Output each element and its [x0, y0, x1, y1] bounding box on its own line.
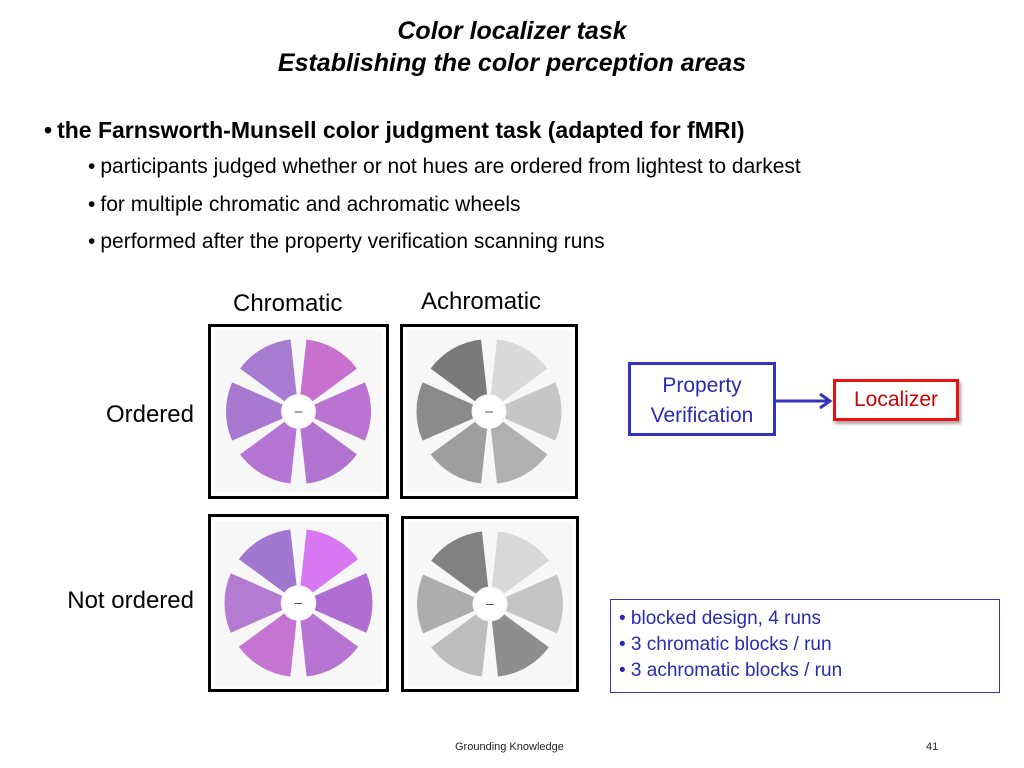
- page-number: 41: [926, 741, 939, 753]
- panel-achromatic-not-ordered: –: [401, 516, 579, 692]
- info-item: • 3 achromatic blocks / run: [619, 660, 843, 681]
- wheel-center: [474, 588, 506, 620]
- design-info-box: • blocked design, 4 runs • 3 chromatic b…: [610, 599, 1000, 693]
- wheel-segment: [240, 421, 297, 484]
- wheel-segment: [314, 573, 373, 633]
- column-label-chromatic: Chromatic: [233, 290, 343, 317]
- panel-achromatic-ordered: –: [400, 324, 578, 499]
- wheel-segment: [506, 574, 563, 634]
- localizer-box: Localizer: [833, 379, 959, 421]
- wheel-center-mark: –: [295, 403, 303, 419]
- wheel-segment: [238, 529, 297, 593]
- bullet-marker: •: [44, 117, 53, 143]
- sub-bullet: •performed after the property verificati…: [88, 230, 605, 254]
- row-label-not-ordered: Not ordered: [67, 587, 194, 614]
- wheel-segment: [491, 531, 549, 594]
- wheel-segment: [238, 613, 297, 677]
- column-label-achromatic: Achromatic: [421, 288, 542, 315]
- wheel-center-mark: –: [485, 403, 493, 419]
- color-wheel-achromatic-not-ordered: –: [408, 523, 572, 685]
- wheel-segment: [416, 382, 474, 441]
- sub-bullet-text: for multiple chromatic and achromatic wh…: [100, 193, 521, 216]
- wheel-segment: [240, 339, 297, 402]
- sub-bullet: •for multiple chromatic and achromatic w…: [88, 193, 521, 217]
- wheel-segment: [300, 613, 359, 677]
- wheel-segment: [430, 339, 488, 402]
- main-bullet-text: the Farnsworth-Munsell color judgment ta…: [57, 117, 745, 143]
- color-wheel-chromatic-ordered: –: [215, 331, 382, 492]
- property-verification-label: Property Verification: [650, 374, 754, 427]
- wheel-center-mark: –: [295, 594, 303, 610]
- wheel-segment: [224, 573, 283, 633]
- wheel-segment: [300, 339, 357, 402]
- panel-chromatic-ordered: –: [208, 324, 389, 499]
- info-item: • 3 chromatic blocks / run: [619, 634, 832, 655]
- wheel-segment: [300, 421, 357, 484]
- row-label-ordered: Ordered: [105, 401, 194, 428]
- wheel-segment: [504, 382, 562, 441]
- wheel-segment: [490, 339, 548, 402]
- wheel-center-mark: –: [486, 595, 494, 611]
- sub-bullet-text: participants judged whether or not hues …: [100, 155, 801, 178]
- slide-title-line1: Color localizer task: [397, 17, 627, 45]
- wheel-segment: [431, 531, 489, 594]
- main-bullet: •the Farnsworth-Munsell color judgment t…: [44, 117, 745, 144]
- wheel-segment: [491, 614, 549, 677]
- property-verification-box: Property Verification: [628, 362, 776, 436]
- sub-bullet: •participants judged whether or not hues…: [88, 155, 801, 179]
- panel-chromatic-not-ordered: –: [208, 514, 389, 692]
- color-wheel-chromatic-not-ordered: –: [215, 521, 382, 685]
- wheel-segment: [300, 529, 359, 593]
- wheel-segment: [490, 421, 548, 484]
- bullet-marker: •: [88, 193, 96, 216]
- wheel-segment: [314, 382, 371, 441]
- wheel-segment: [417, 574, 474, 634]
- wheel-center: [283, 396, 314, 427]
- wheel-center: [282, 587, 315, 619]
- localizer-label: Localizer: [853, 388, 939, 411]
- slide-title-line2: Establishing the color perception areas: [277, 49, 747, 77]
- color-wheel-achromatic-ordered: –: [407, 331, 571, 492]
- wheel-center: [473, 396, 505, 427]
- sub-bullet-text: performed after the property verificatio…: [100, 230, 605, 253]
- wheel-segment: [226, 382, 283, 441]
- info-item: • blocked design, 4 runs: [619, 608, 822, 629]
- bullet-marker: •: [88, 230, 96, 253]
- footer-title: Grounding Knowledge: [455, 741, 564, 753]
- bullet-marker: •: [88, 155, 96, 178]
- flow-arrow: [776, 392, 833, 410]
- wheel-segment: [430, 421, 488, 484]
- wheel-segment: [431, 614, 489, 677]
